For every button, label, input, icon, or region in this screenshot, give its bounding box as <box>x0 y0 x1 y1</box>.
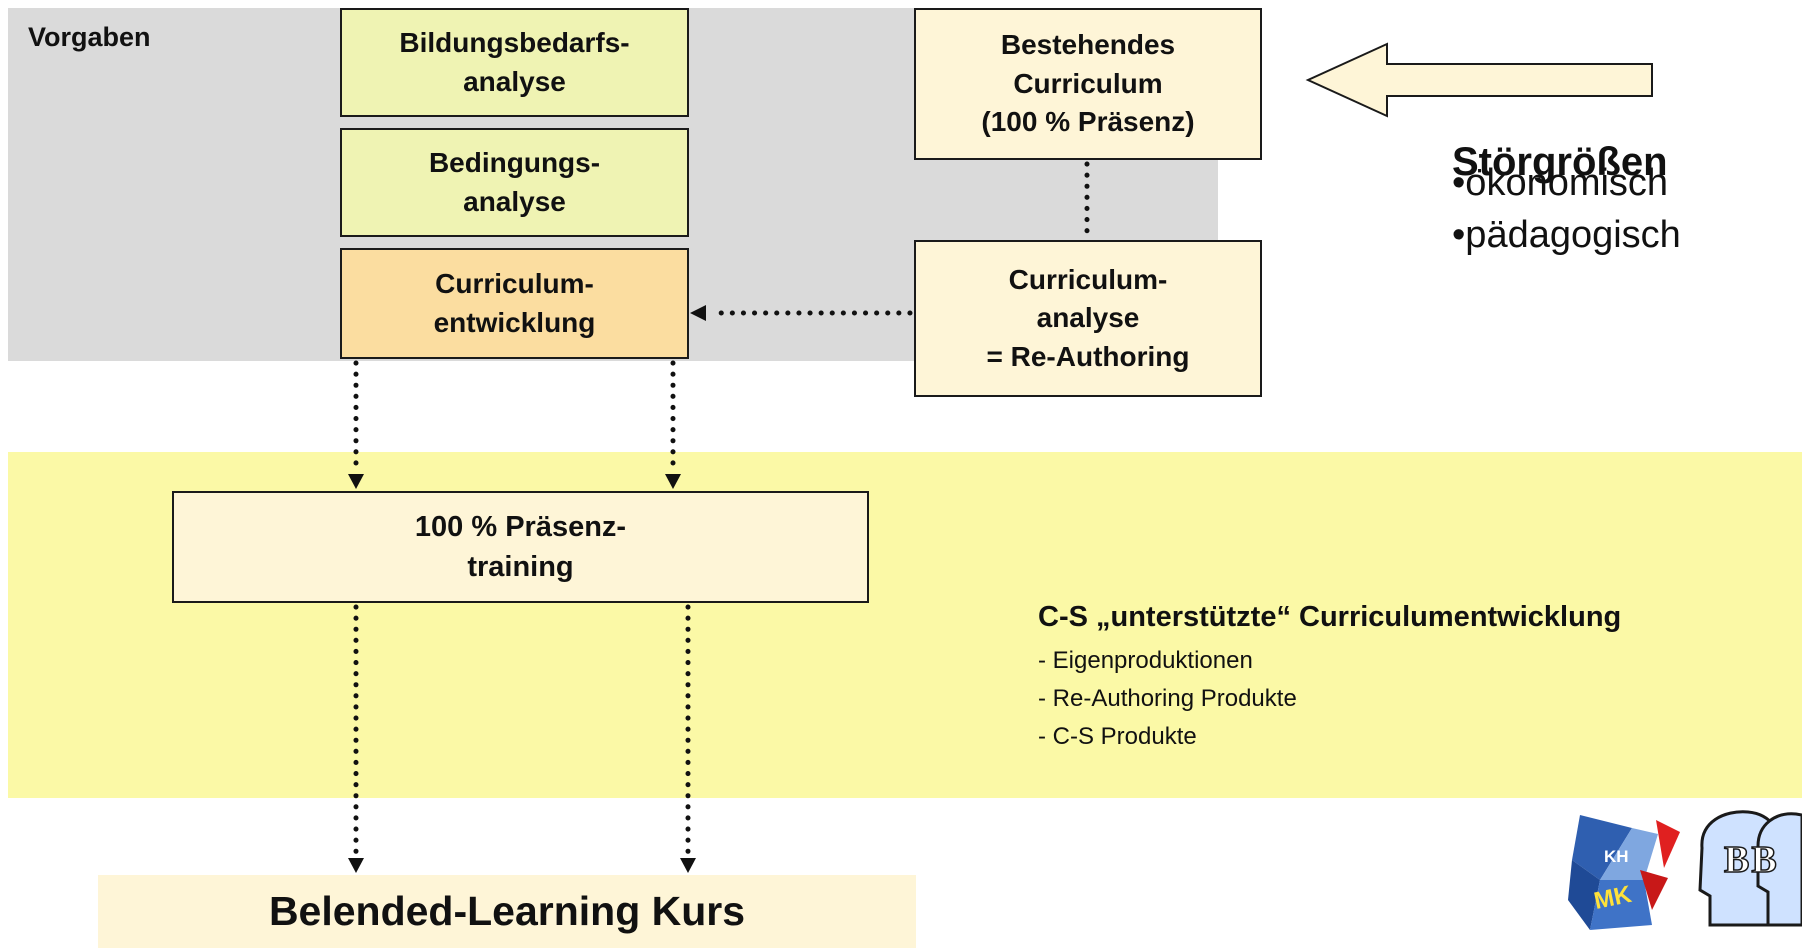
arrowhead-down-icon <box>348 474 364 489</box>
curriculumentwicklung-box: Curriculum- entwicklung <box>340 248 689 359</box>
arrowhead-down-icon <box>348 858 364 873</box>
cs-item-re-authoring: - Re-Authoring Produkte <box>1038 685 1297 712</box>
cs-section-title: C-S „unterstützte“ Curriculumentwicklung <box>1038 601 1622 633</box>
khmk-logo-top-letters: KH <box>1604 847 1629 866</box>
bedingungsanalyse-box: Bedingungs- analyse <box>340 128 689 237</box>
bb-heads-logo: BB <box>1698 810 1802 927</box>
bb-logo-letters: BB <box>1724 839 1779 881</box>
khmk-logo: KH MK <box>1568 815 1680 930</box>
stoergroessen-arrow <box>1305 42 1653 118</box>
stoergroessen-item-paedagogisch: •pädagogisch <box>1452 214 1681 256</box>
praesenztraining-box: 100 % Präsenz- training <box>172 491 869 603</box>
arrowhead-left-icon <box>690 305 706 321</box>
blended-learning-box: Belended-Learning Kurs <box>98 875 916 948</box>
bildungsbedarfsanalyse-box: Bildungsbedarfs- analyse <box>340 8 689 117</box>
cs-item-cs-produkte: - C-S Produkte <box>1038 723 1197 750</box>
bestehendes-curriculum-box: Bestehendes Curriculum (100 % Präsenz) <box>914 8 1262 160</box>
curriculumanalyse-box: Curriculum- analyse = Re-Authoring <box>914 240 1262 397</box>
vorgaben-label: Vorgaben <box>28 22 151 52</box>
arrowhead-down-icon <box>680 858 696 873</box>
arrowhead-down-icon <box>665 474 681 489</box>
stoergroessen-title: Störgrößen <box>1452 140 1668 184</box>
stoergroessen-item-oekonomisch: •ökonomisch <box>1452 162 1669 204</box>
cs-item-eigenproduktionen: - Eigenproduktionen <box>1038 647 1253 674</box>
